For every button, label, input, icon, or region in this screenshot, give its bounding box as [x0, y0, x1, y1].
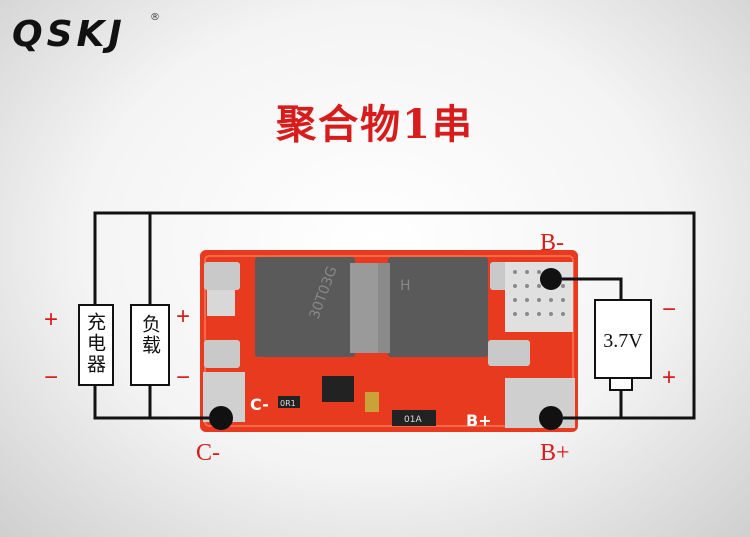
c-minus-label: C-: [196, 440, 220, 466]
charger-box: [78, 304, 114, 386]
pcb-c-minus-label: C-: [250, 395, 269, 414]
battery-cap: [609, 377, 633, 391]
pad-top-left: [204, 262, 240, 290]
page-title: 聚合物1串: [276, 101, 474, 148]
pcb-b-plus-label: B+: [466, 411, 492, 430]
resistor: [392, 410, 436, 426]
registered-mark: ®: [150, 12, 160, 23]
mosfet-left-tab: [350, 263, 378, 353]
b-minus-terminal: [540, 268, 562, 290]
wires: [93, 211, 696, 420]
pad-left-lower: [204, 340, 240, 368]
chip-right-marking: H: [400, 278, 411, 294]
small-resistor: [278, 396, 300, 408]
load-label: 负载: [139, 314, 161, 356]
charger-plus-sign: +: [44, 306, 59, 333]
wire-outer-loop: [93, 211, 696, 420]
small-part-marking: 0R1: [280, 399, 296, 408]
b-plus-label: B+: [540, 440, 570, 466]
pad-right-lower: [488, 340, 530, 366]
wire-battery-top: [562, 277, 623, 300]
brand-logo: QSKJ: [12, 14, 126, 55]
charger-minus-sign: −: [44, 364, 59, 391]
c-minus-terminal: [209, 406, 233, 430]
charger-label: 充电器: [84, 312, 106, 375]
mosfet-right-tab: [378, 263, 390, 353]
capacitor: [365, 392, 379, 412]
resistor-marking: 01A: [404, 415, 422, 425]
load-box: [130, 304, 170, 386]
b-minus-label: B-: [540, 230, 564, 256]
pad-mid-left: [207, 290, 235, 316]
wire-charger-bottom: [93, 385, 209, 420]
load-minus-sign: −: [176, 364, 191, 391]
mosfet-right: [388, 257, 488, 357]
battery-minus-sign: −: [662, 296, 677, 323]
pcb-board: [200, 250, 578, 432]
ic-chip: [322, 376, 354, 402]
battery-voltage: 3.7V: [603, 330, 643, 352]
b-plus-terminal: [539, 406, 563, 430]
battery-plus-sign: +: [662, 364, 677, 391]
mosfet-left: [255, 257, 355, 357]
load-plus-sign: +: [176, 303, 191, 330]
